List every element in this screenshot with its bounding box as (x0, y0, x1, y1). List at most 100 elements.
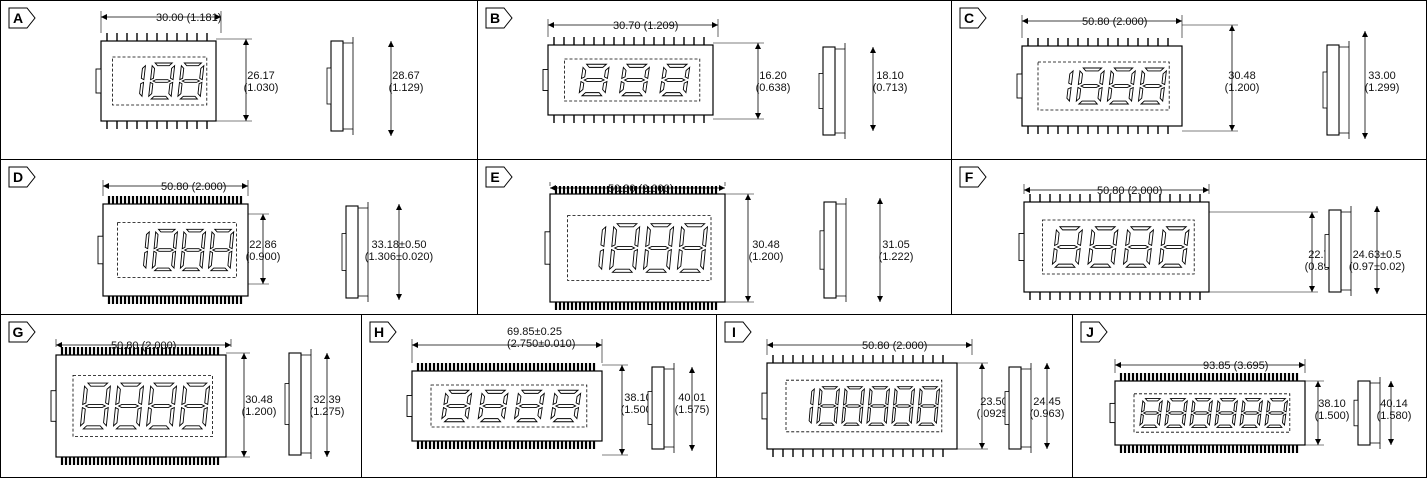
height-in-label: (1.500) (1315, 410, 1350, 422)
lcd-digit (441, 389, 473, 423)
panel-e: E 50.80 (2.000) 30.48(1.200) 31.05(1.222) (477, 159, 952, 315)
panel-drawing: J 93.85 (3.695) 38.10(1.500)40.14(1.580) (1080, 321, 1411, 453)
display-side-view: 24.45(0.963) (1004, 363, 1064, 453)
panel-drawing: G50.80 (2.000)30.48(1.200)32.39(1.275) (8, 321, 344, 465)
width-dimension: 50.80 (2.000) (766, 339, 973, 355)
lcd-digit (179, 382, 211, 430)
width-dimension-label: 50.80 (2.000) (161, 181, 226, 193)
display-side-view: 32.39(1.275) (284, 349, 344, 459)
width-tolerance-label: (2.750±0.010) (507, 338, 575, 350)
lcd-digit (1066, 69, 1074, 103)
height-mm-label: 22.86 (249, 239, 277, 251)
lcd-digit (841, 386, 865, 426)
side-height-in-label: (0.713) (873, 82, 908, 94)
panel-label-tag: B (485, 7, 513, 29)
panel-letter: B (490, 10, 500, 26)
panel-j: J 93.85 (3.695) 38.10(1.500)40.14(1.580) (1072, 314, 1427, 478)
display-front-view (544, 186, 726, 310)
lcd-digit (609, 223, 641, 273)
width-dimension-label: 30.00 (1.181) (156, 12, 221, 24)
height-dimension: 38.10(1.500) (1305, 380, 1350, 446)
height-mm-label: 30.48 (1228, 70, 1256, 82)
display-side-view: 31.05(1.222) (819, 198, 913, 302)
height-mm-label: 30.48 (752, 239, 780, 251)
height-mm-label: 23.50 (980, 396, 1008, 408)
display-front-view (1016, 38, 1183, 134)
lcd-digit (143, 230, 150, 270)
height-mm-label: 38.10 (1318, 398, 1346, 410)
height-dimension: 30.48(1.200) (1182, 24, 1259, 132)
lcd-digit (808, 387, 815, 425)
panel-letter: C (964, 10, 974, 26)
height-dimension: 30.48(1.200) (725, 193, 783, 303)
width-dimension-label: 50.80 (2.000) (1097, 185, 1162, 197)
lcd-digit (207, 228, 235, 272)
panel-label-tag: F (959, 166, 987, 188)
panel-label-tag: C (959, 7, 987, 29)
panel-label-tag: E (485, 166, 513, 188)
lcd-digit (598, 225, 607, 271)
lcd-digit (578, 63, 610, 97)
side-height-mm-label: 40.14 (1380, 398, 1408, 410)
height-in-label: (.0925) (977, 408, 1012, 420)
display-front-view (1109, 373, 1306, 453)
display-side-view: 40.14(1.580) (1353, 377, 1411, 449)
lcd-digit (1087, 226, 1119, 268)
width-dimension-label: 30.70 (1.209) (613, 20, 678, 32)
width-dimension: 93.85 (3.695) (1114, 359, 1306, 373)
panel-letter: D (13, 169, 23, 185)
lcd-digit (179, 228, 207, 272)
lcd-digit (916, 386, 941, 426)
width-dimension-label: 69.85±0.25 (507, 326, 562, 338)
width-dimension: 50.80 (2.000) (1021, 15, 1183, 38)
panel-letter: J (1086, 324, 1094, 340)
side-height-mm-label: 33.00 (1368, 70, 1396, 82)
width-dimension-label: 50.80 (2.000) (608, 183, 673, 195)
lcd-digit (1164, 398, 1188, 428)
side-height-in-label: (0.97±0.02) (1349, 261, 1405, 273)
lcd-digit (642, 223, 675, 273)
height-dimension: 16.20(0.638) (713, 42, 790, 120)
panel-letter: G (13, 324, 24, 340)
display-front-view (1018, 194, 1210, 300)
lcd-digit (659, 63, 691, 97)
height-dimension: 22.86(0.900) (246, 213, 281, 285)
panel-letter: H (374, 324, 384, 340)
width-dimension: 50.80 (2.000) (102, 180, 249, 196)
width-dimension: 69.85±0.25(2.750±0.010) (411, 326, 603, 363)
height-in-label: (0.900) (246, 251, 281, 263)
display-side-view: 28.67(1.129) (326, 37, 423, 136)
height-dimension: 23.50(.0925) (957, 362, 1012, 450)
lcd-digit (1239, 398, 1263, 428)
height-dimension: 26.17(1.030) (216, 38, 278, 122)
display-side-view: 24.63±0.5(0.97±0.02) (1324, 206, 1405, 296)
width-dimension: 50.80 (2.000) (549, 182, 726, 195)
panel-drawing: F50.80 (2.000)22.73(0.895)24.63±0.5(0.97… (959, 166, 1405, 300)
lcd-digit (550, 389, 582, 423)
side-height-mm-label: 31.05 (882, 239, 910, 251)
lcd-digit (676, 223, 709, 273)
width-dimension-label: 50.80 (2.000) (862, 340, 927, 352)
lcd-digit (1214, 398, 1238, 428)
lcd-digit (1158, 226, 1190, 268)
lcd-digit (1137, 67, 1167, 105)
lcd-digit (513, 389, 545, 423)
lcd-digit (112, 382, 145, 430)
side-height-mm-label: 28.67 (392, 70, 420, 82)
panel-label-tag: H (369, 321, 397, 343)
width-dimension: 50.80 (2.000) (1023, 184, 1210, 197)
side-height-in-label: (1.575) (675, 404, 710, 416)
lcd-digit (1106, 67, 1136, 105)
side-height-mm-label: 33.18±0.50 (372, 239, 427, 251)
height-dimension: 30.48(1.200) (226, 352, 276, 458)
lcd-digit (79, 382, 111, 430)
